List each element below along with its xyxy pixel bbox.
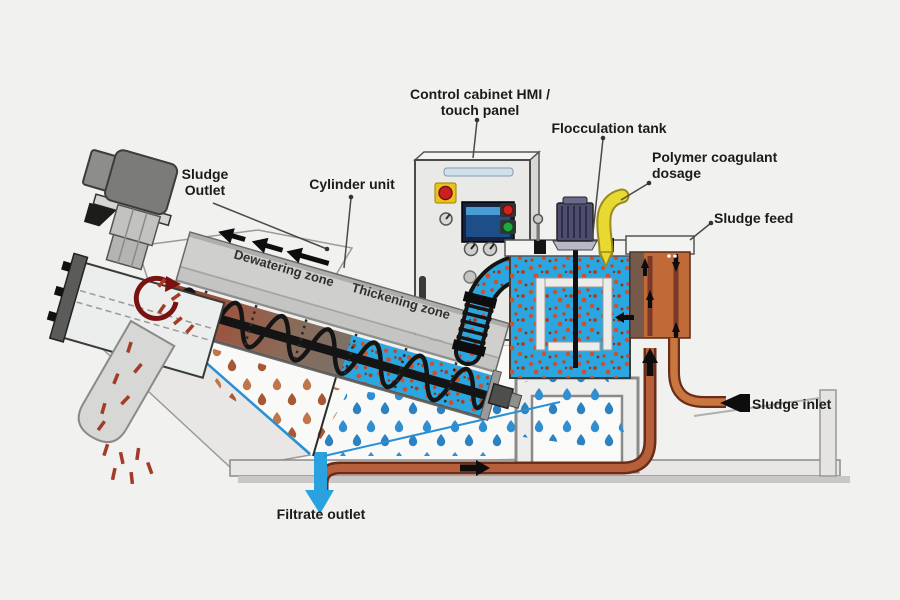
panel-knob — [439, 212, 453, 226]
flow-arrow-right — [460, 460, 490, 476]
feed-flow-arrows — [615, 254, 680, 340]
estop-button — [434, 182, 457, 204]
label-flocculation-tank: Flocculation tank — [551, 120, 667, 136]
sludge-inlet-arrow — [720, 394, 750, 412]
base-shadow — [238, 476, 850, 483]
door-handle — [419, 276, 426, 302]
bellows — [456, 302, 494, 346]
flow-arrow-up — [642, 348, 658, 376]
funnel-edge-right — [323, 401, 561, 457]
polymer-dosing-pipe — [596, 188, 630, 268]
sludge-feed-tank — [615, 235, 695, 340]
sludge-inlet-pipe — [668, 338, 750, 412]
label-cylinder-unit: Cylinder unit — [309, 176, 395, 192]
label-polymer-line2: dosage — [652, 165, 702, 182]
cylinder-unit — [81, 228, 523, 421]
discharge-chute — [77, 319, 176, 444]
motor-body — [104, 149, 179, 216]
rim-bolt — [532, 213, 544, 241]
label-filtrate-outlet: Filtrate outlet — [276, 506, 366, 522]
label-sludge-outlet-line1: Sludge — [181, 166, 229, 182]
vent-slot — [443, 167, 514, 177]
frame-edge — [693, 397, 821, 417]
frame-right-post — [819, 389, 837, 477]
indicator-green — [500, 220, 516, 234]
label-control-cabinet-line2: touch panel — [440, 102, 520, 119]
mixer-shaft — [573, 242, 578, 368]
rotation-arrow — [133, 275, 181, 321]
label-sludge-feed: Sludge feed — [714, 210, 794, 226]
leader-lines — [212, 117, 714, 269]
falling-sludge — [102, 277, 195, 485]
label-polymer-dosage: Polymer coagulant dosage — [652, 149, 777, 181]
label-sludge-inlet: Sludge inlet — [752, 396, 832, 412]
filtrate-outlet-arrow — [305, 452, 334, 514]
door-bolt — [463, 270, 477, 284]
discharge-box — [46, 252, 226, 380]
mixer-motor — [552, 196, 598, 251]
panel-gauges — [463, 241, 498, 257]
drive-motor — [82, 149, 179, 271]
label-control-cabinet: Control cabinet HMI / touch panel — [410, 86, 550, 118]
label-control-cabinet-line1: Control cabinet HMI / — [410, 86, 550, 102]
label-sludge-outlet-line2: Outlet — [184, 182, 226, 199]
label-sludge-outlet: Sludge Outlet — [182, 166, 229, 198]
sludge-particles — [96, 341, 143, 432]
conveying-direction-arrows — [218, 228, 330, 266]
indicator-red — [500, 203, 516, 217]
flocculation-tank — [504, 196, 636, 379]
label-polymer-line1: Polymer coagulant — [652, 149, 778, 165]
